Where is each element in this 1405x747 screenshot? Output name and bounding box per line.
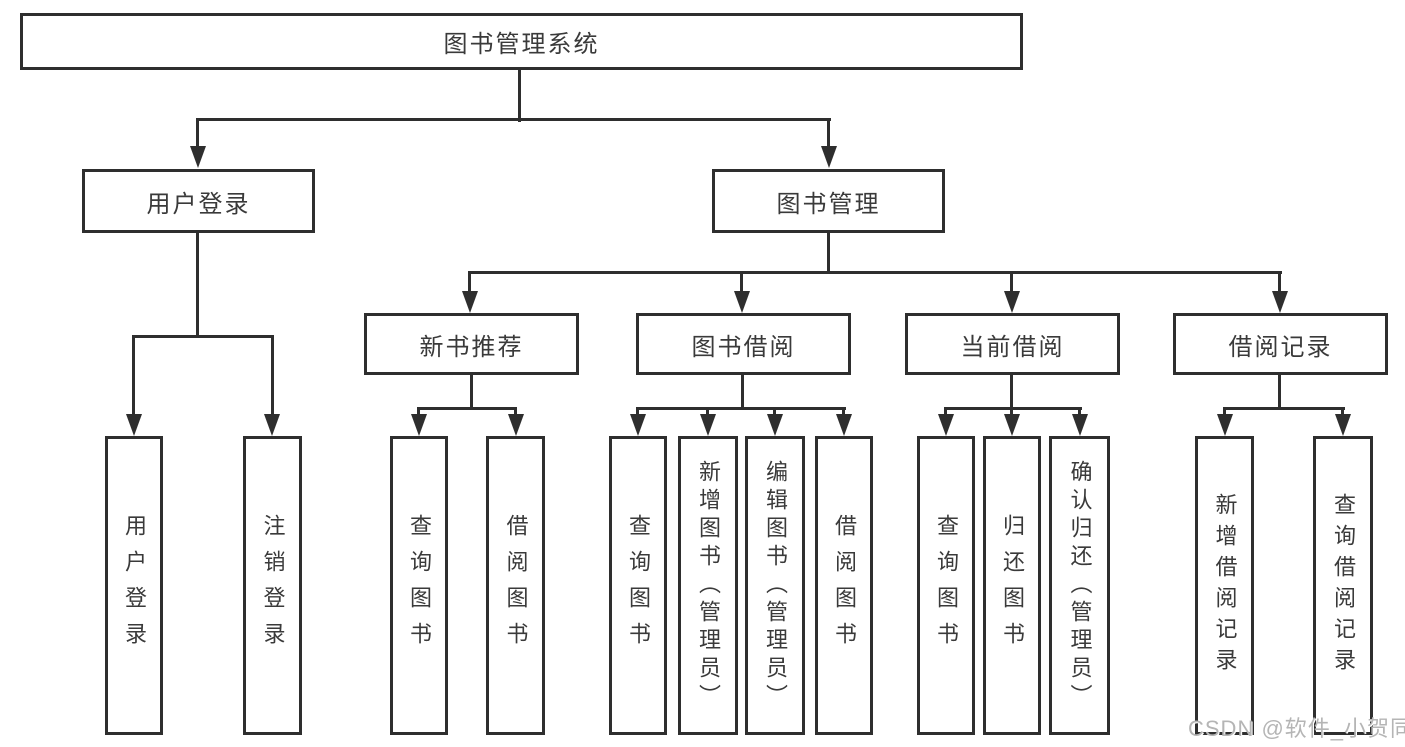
connector-line xyxy=(470,271,1282,274)
arrow-down-icon xyxy=(836,414,852,436)
arrow-down-icon xyxy=(462,291,478,313)
connector-line xyxy=(1010,271,1013,293)
leaf-query-books-1: 查询图书 xyxy=(390,436,448,735)
node-borrow-records: 借阅记录 xyxy=(1173,313,1388,375)
connector-line xyxy=(773,407,776,417)
connector-line xyxy=(636,407,639,417)
leaf-label: 查询借阅记录 xyxy=(1331,492,1356,679)
connector-line xyxy=(946,407,1082,410)
node-current-borrow: 当前借阅 xyxy=(905,313,1120,375)
arrow-down-icon xyxy=(190,146,206,168)
leaf-borrow-books-2: 借阅图书 xyxy=(815,436,873,735)
leaf-logout: 注销登录 xyxy=(243,436,302,735)
connector-line xyxy=(1010,407,1013,417)
leaf-user-login: 用户登录 xyxy=(105,436,163,735)
connector-line xyxy=(133,335,274,338)
arrow-down-icon xyxy=(1004,291,1020,313)
arrow-down-icon xyxy=(700,414,716,436)
leaf-label: 新增借阅记录 xyxy=(1212,492,1238,679)
arrow-down-icon xyxy=(1272,291,1288,313)
node-label: 用户登录 xyxy=(146,190,251,218)
leaf-confirm-return-admin: 确认归还（管理员） xyxy=(1049,436,1110,735)
node-library-system: 图书管理系统 xyxy=(20,13,1023,70)
node-label: 当前借阅 xyxy=(960,333,1065,361)
leaf-label: 借阅图书 xyxy=(503,513,529,658)
connector-line xyxy=(196,118,199,146)
arrow-down-icon xyxy=(411,414,427,436)
node-label: 新书推荐 xyxy=(419,333,524,361)
arrow-down-icon xyxy=(1335,414,1351,436)
leaf-label: 新增图书（管理员） xyxy=(696,459,721,712)
connector-line xyxy=(638,407,846,410)
watermark: CSDN @软件_小贺同学 xyxy=(1188,716,1405,741)
connector-line xyxy=(419,407,517,410)
leaf-query-borrow-record: 查询借阅记录 xyxy=(1313,436,1373,735)
leaf-label: 确认归还（管理员） xyxy=(1067,459,1093,712)
leaf-label: 查询图书 xyxy=(934,513,959,658)
connector-line xyxy=(1010,375,1013,410)
leaf-edit-book-admin: 编辑图书（管理员） xyxy=(745,436,805,735)
leaf-add-borrow-record: 新增借阅记录 xyxy=(1195,436,1254,735)
arrow-down-icon xyxy=(1217,414,1233,436)
leaf-query-books-2: 查询图书 xyxy=(609,436,667,735)
connector-line xyxy=(196,233,199,338)
arrow-down-icon xyxy=(821,146,837,168)
connector-line xyxy=(944,407,947,417)
connector-line xyxy=(470,375,473,410)
node-label: 图书管理系统 xyxy=(443,31,600,58)
node-book-borrow: 图书借阅 xyxy=(636,313,851,375)
leaf-label: 用户登录 xyxy=(122,513,147,658)
arrow-down-icon xyxy=(126,414,142,436)
connector-line xyxy=(417,407,420,417)
connector-line xyxy=(1225,407,1345,410)
connector-line xyxy=(468,271,471,293)
connector-line xyxy=(1341,407,1344,417)
arrow-down-icon xyxy=(734,291,750,313)
arrow-down-icon xyxy=(508,414,524,436)
arrow-down-icon xyxy=(630,414,646,436)
arrow-down-icon xyxy=(1072,414,1088,436)
leaf-query-books-3: 查询图书 xyxy=(917,436,975,735)
connector-line xyxy=(514,407,517,417)
connector-line xyxy=(827,118,830,146)
leaf-add-book-admin: 新增图书（管理员） xyxy=(678,436,738,735)
leaf-label: 编辑图书（管理员） xyxy=(763,459,788,712)
connector-line xyxy=(1078,407,1081,417)
leaf-borrow-books-1: 借阅图书 xyxy=(486,436,545,735)
connector-line xyxy=(706,407,709,417)
leaf-label: 归还图书 xyxy=(1000,513,1025,658)
node-label: 借阅记录 xyxy=(1228,333,1333,361)
connector-line xyxy=(271,335,274,416)
leaf-return-books: 归还图书 xyxy=(983,436,1041,735)
node-label: 图书管理 xyxy=(776,190,881,218)
node-user-login: 用户登录 xyxy=(82,169,315,233)
connector-line xyxy=(132,335,135,416)
connector-line xyxy=(197,118,831,121)
node-label: 图书借阅 xyxy=(691,333,796,361)
connector-line xyxy=(741,375,744,410)
arrow-down-icon xyxy=(1004,414,1020,436)
arrow-down-icon xyxy=(767,414,783,436)
leaf-label: 查询图书 xyxy=(626,513,651,658)
connector-line xyxy=(842,407,845,417)
connector-line xyxy=(1223,407,1226,417)
node-book-management: 图书管理 xyxy=(712,169,945,233)
leaf-label: 注销登录 xyxy=(260,513,286,658)
connector-line xyxy=(827,233,830,273)
connector-line xyxy=(1278,271,1281,293)
connector-line xyxy=(740,271,743,293)
leaf-label: 借阅图书 xyxy=(832,513,857,658)
arrow-down-icon xyxy=(938,414,954,436)
leaf-label: 查询图书 xyxy=(407,513,432,658)
arrow-down-icon xyxy=(264,414,280,436)
connector-line xyxy=(518,68,521,122)
node-new-book-recommend: 新书推荐 xyxy=(364,313,579,375)
connector-line xyxy=(1278,375,1281,410)
